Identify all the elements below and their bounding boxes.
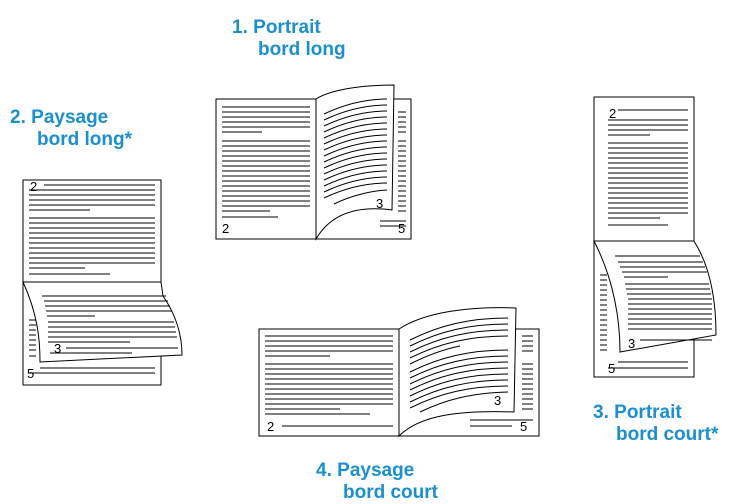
book-landscape-long-edge: 2 3 5	[22, 179, 183, 386]
caption-option-3-line1: 3. Portrait	[593, 402, 682, 423]
caption-option-2: 2. Paysage bord long*	[10, 107, 132, 151]
book-portrait-long-edge: 3 2 5	[215, 84, 412, 241]
page-number: 5	[398, 221, 405, 236]
page-number: 2	[222, 221, 229, 236]
turning-page-lines	[615, 255, 712, 341]
caption-option-2-line2: bord long*	[37, 129, 132, 150]
book-portrait-short-edge: 2 3 5	[593, 96, 717, 378]
top-page	[593, 96, 695, 242]
back-page-lines	[470, 335, 533, 427]
page-number: 2	[267, 419, 274, 434]
page-number: 3	[628, 336, 635, 351]
page-number: 3	[54, 341, 61, 356]
caption-option-4: 4. Paysage bord court	[316, 460, 438, 504]
caption-option-4-line1: 4. Paysage	[316, 460, 415, 481]
page-number: 5	[520, 419, 527, 434]
caption-option-1-line2: bord long	[258, 39, 346, 60]
page-number: 5	[27, 366, 34, 381]
caption-option-3: 3. Portrait bord court*	[593, 402, 718, 446]
back-bottom-lines	[29, 319, 155, 374]
back-bottom-lines	[600, 274, 688, 369]
page-number: 2	[30, 179, 37, 194]
caption-option-1-line1: 1. Portrait	[232, 17, 321, 38]
left-page-lines	[222, 106, 310, 218]
caption-option-2-line1: 2. Paysage	[10, 107, 109, 128]
left-page	[215, 98, 317, 240]
turning-page-lines	[323, 98, 388, 205]
turning-page-lines	[42, 295, 178, 354]
top-page	[22, 179, 162, 283]
top-page-lines	[608, 109, 688, 226]
page-number: 3	[494, 393, 501, 408]
back-page-lines	[380, 111, 406, 227]
caption-option-4-line2: bord court	[343, 482, 438, 503]
turning-page-lines	[409, 317, 509, 413]
top-page-lines	[29, 184, 155, 275]
page-number: 2	[609, 106, 616, 121]
turning-page	[398, 307, 517, 438]
page-number: 3	[376, 196, 383, 211]
left-page-lines	[265, 335, 393, 427]
caption-option-3-line2: bord court*	[616, 424, 719, 445]
caption-option-1: 1. Portrait bord long	[232, 17, 346, 61]
book-landscape-short-edge: 3 2 5	[258, 307, 540, 438]
left-page	[258, 328, 400, 437]
page-number: 5	[608, 361, 615, 376]
